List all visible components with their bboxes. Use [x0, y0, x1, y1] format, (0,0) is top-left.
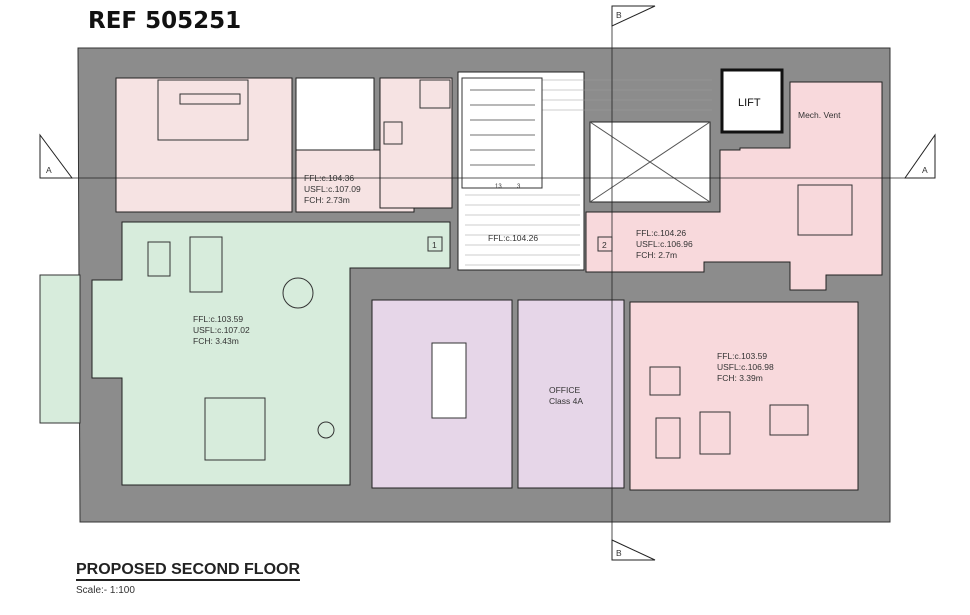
usfl-green: USFL:c.107.02: [193, 325, 250, 335]
balcony: [39, 274, 81, 424]
section-label-a-right: A: [922, 165, 928, 175]
room-stair-small: [295, 77, 375, 151]
section-marker-b-top: [611, 5, 656, 27]
door-tag-box-1: [427, 236, 443, 252]
room-office: [517, 299, 625, 489]
room-bottom-right: [629, 301, 859, 491]
office-class: Class 4A: [549, 396, 583, 406]
section-label-b-top: B: [616, 10, 622, 20]
fch-top-right: FCH: 2.7m: [636, 250, 677, 260]
room-top-right: [585, 81, 883, 291]
stair-number-3: 3: [517, 184, 521, 190]
door-tag-box-2: [597, 236, 613, 252]
fch-top-left: FCH: 2.73m: [304, 195, 350, 205]
room-green: [91, 221, 451, 486]
fch-green: FCH: 3.43m: [193, 336, 239, 346]
ffl-hall: FFL:c.104.26: [488, 233, 538, 243]
hall-hatching: [465, 79, 712, 266]
usfl-bottom-right: USFL:c.106.98: [717, 362, 774, 372]
void-cross: [589, 121, 711, 203]
usfl-top-left: USFL:c.107.09: [304, 184, 361, 194]
stair-number-13: 13: [495, 184, 502, 190]
section-label-b-bottom: B: [616, 548, 622, 558]
office-name: OFFICE: [549, 385, 580, 395]
section-marker-a-right: [904, 133, 936, 179]
section-marker-a-left: [39, 133, 73, 179]
ffl-green: FFL:c.103.59: [193, 314, 243, 324]
usfl-top-right: USFL:c.106.96: [636, 239, 693, 249]
room-bedroom-top-left: [115, 77, 293, 213]
plan-scale: Scale:- 1:100: [76, 585, 135, 596]
stair-well: [461, 77, 543, 189]
ffl-bottom-right: FFL:c.103.59: [717, 351, 767, 361]
ffl-top-right: FFL:c.104.26: [636, 228, 686, 238]
reference-number: REF 505251: [88, 8, 242, 34]
fch-bottom-right: FCH: 3.39m: [717, 373, 763, 383]
door-tag-2: 2: [602, 240, 607, 250]
plan-title: PROPOSED SECOND FLOOR: [76, 561, 301, 581]
furniture: [147, 79, 853, 461]
lift-label: LIFT: [738, 97, 761, 109]
ffl-top-left: FFL:c.104.36: [304, 173, 354, 183]
lift-shaft: [720, 68, 784, 134]
room-bathroom: [379, 77, 453, 209]
door-tag-1: 1: [432, 240, 437, 250]
stair-core: [431, 342, 467, 419]
section-marker-b-bottom: [611, 539, 656, 561]
section-label-a-left: A: [46, 165, 52, 175]
mech-vent-label: Mech. Vent: [798, 110, 841, 120]
stair-treads: [470, 89, 535, 166]
